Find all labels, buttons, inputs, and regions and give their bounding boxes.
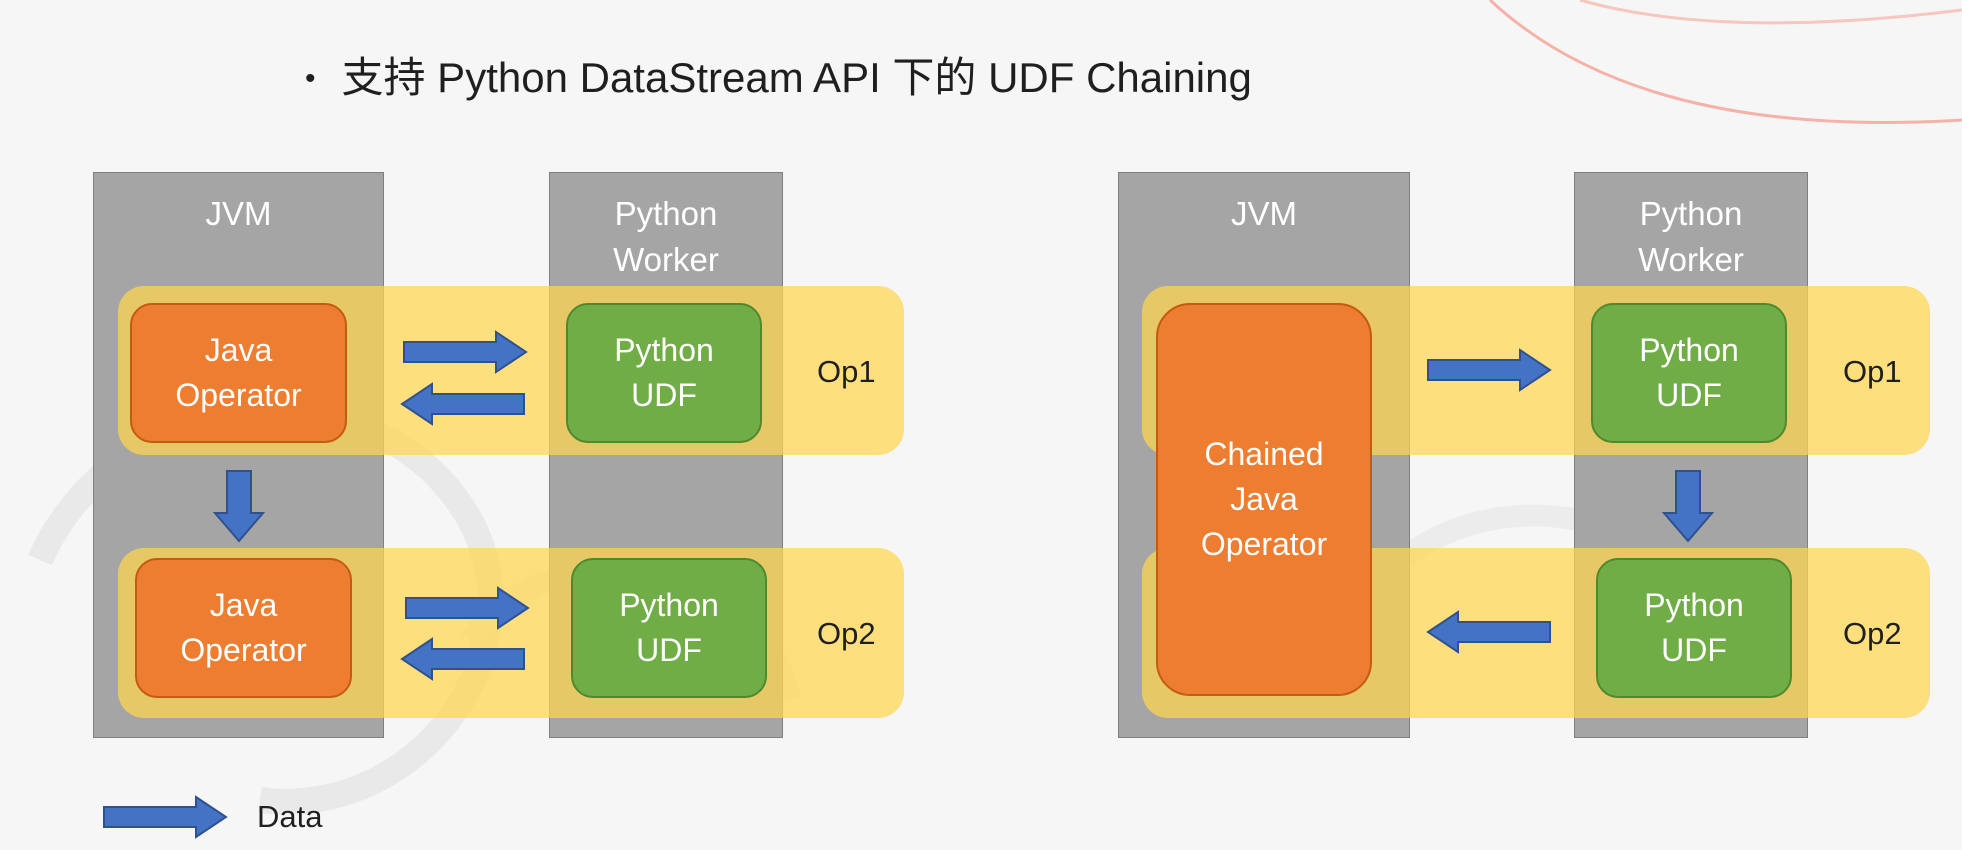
slide-title: • 支持 Python DataStream API 下的 UDF Chainin… (305, 48, 1252, 108)
left-arrow-icon (400, 637, 525, 681)
left-arrow-icon (1426, 610, 1551, 654)
right-arrow-icon (103, 795, 228, 839)
python-worker-label: Python Worker (1638, 195, 1744, 278)
down-arrow-icon (213, 470, 265, 543)
right-arrow-icon (403, 330, 528, 374)
left-arrow-icon (400, 382, 525, 426)
legend-data-label: Data (257, 799, 323, 834)
op1-label: Op1 (817, 354, 876, 389)
right-arrow-icon (405, 586, 530, 630)
jvm-label: JVM (205, 195, 272, 232)
jvm-label: JVM (1231, 195, 1297, 232)
right-arrow-icon (1427, 348, 1552, 392)
title-bullet: • (305, 62, 316, 95)
op2-label: Op2 (817, 616, 876, 651)
python-worker-label: Python Worker (613, 195, 719, 278)
op2-label: Op2 (1843, 616, 1902, 651)
down-arrow-icon (1662, 470, 1714, 543)
title-text: 支持 Python DataStream API 下的 UDF Chaining (341, 54, 1252, 101)
corner-arc-inner (1579, 0, 1962, 25)
corner-arc-outer (1488, 0, 1962, 124)
op1-label: Op1 (1843, 354, 1902, 389)
chained-java-operator: Chained Java Operator (1156, 303, 1372, 696)
